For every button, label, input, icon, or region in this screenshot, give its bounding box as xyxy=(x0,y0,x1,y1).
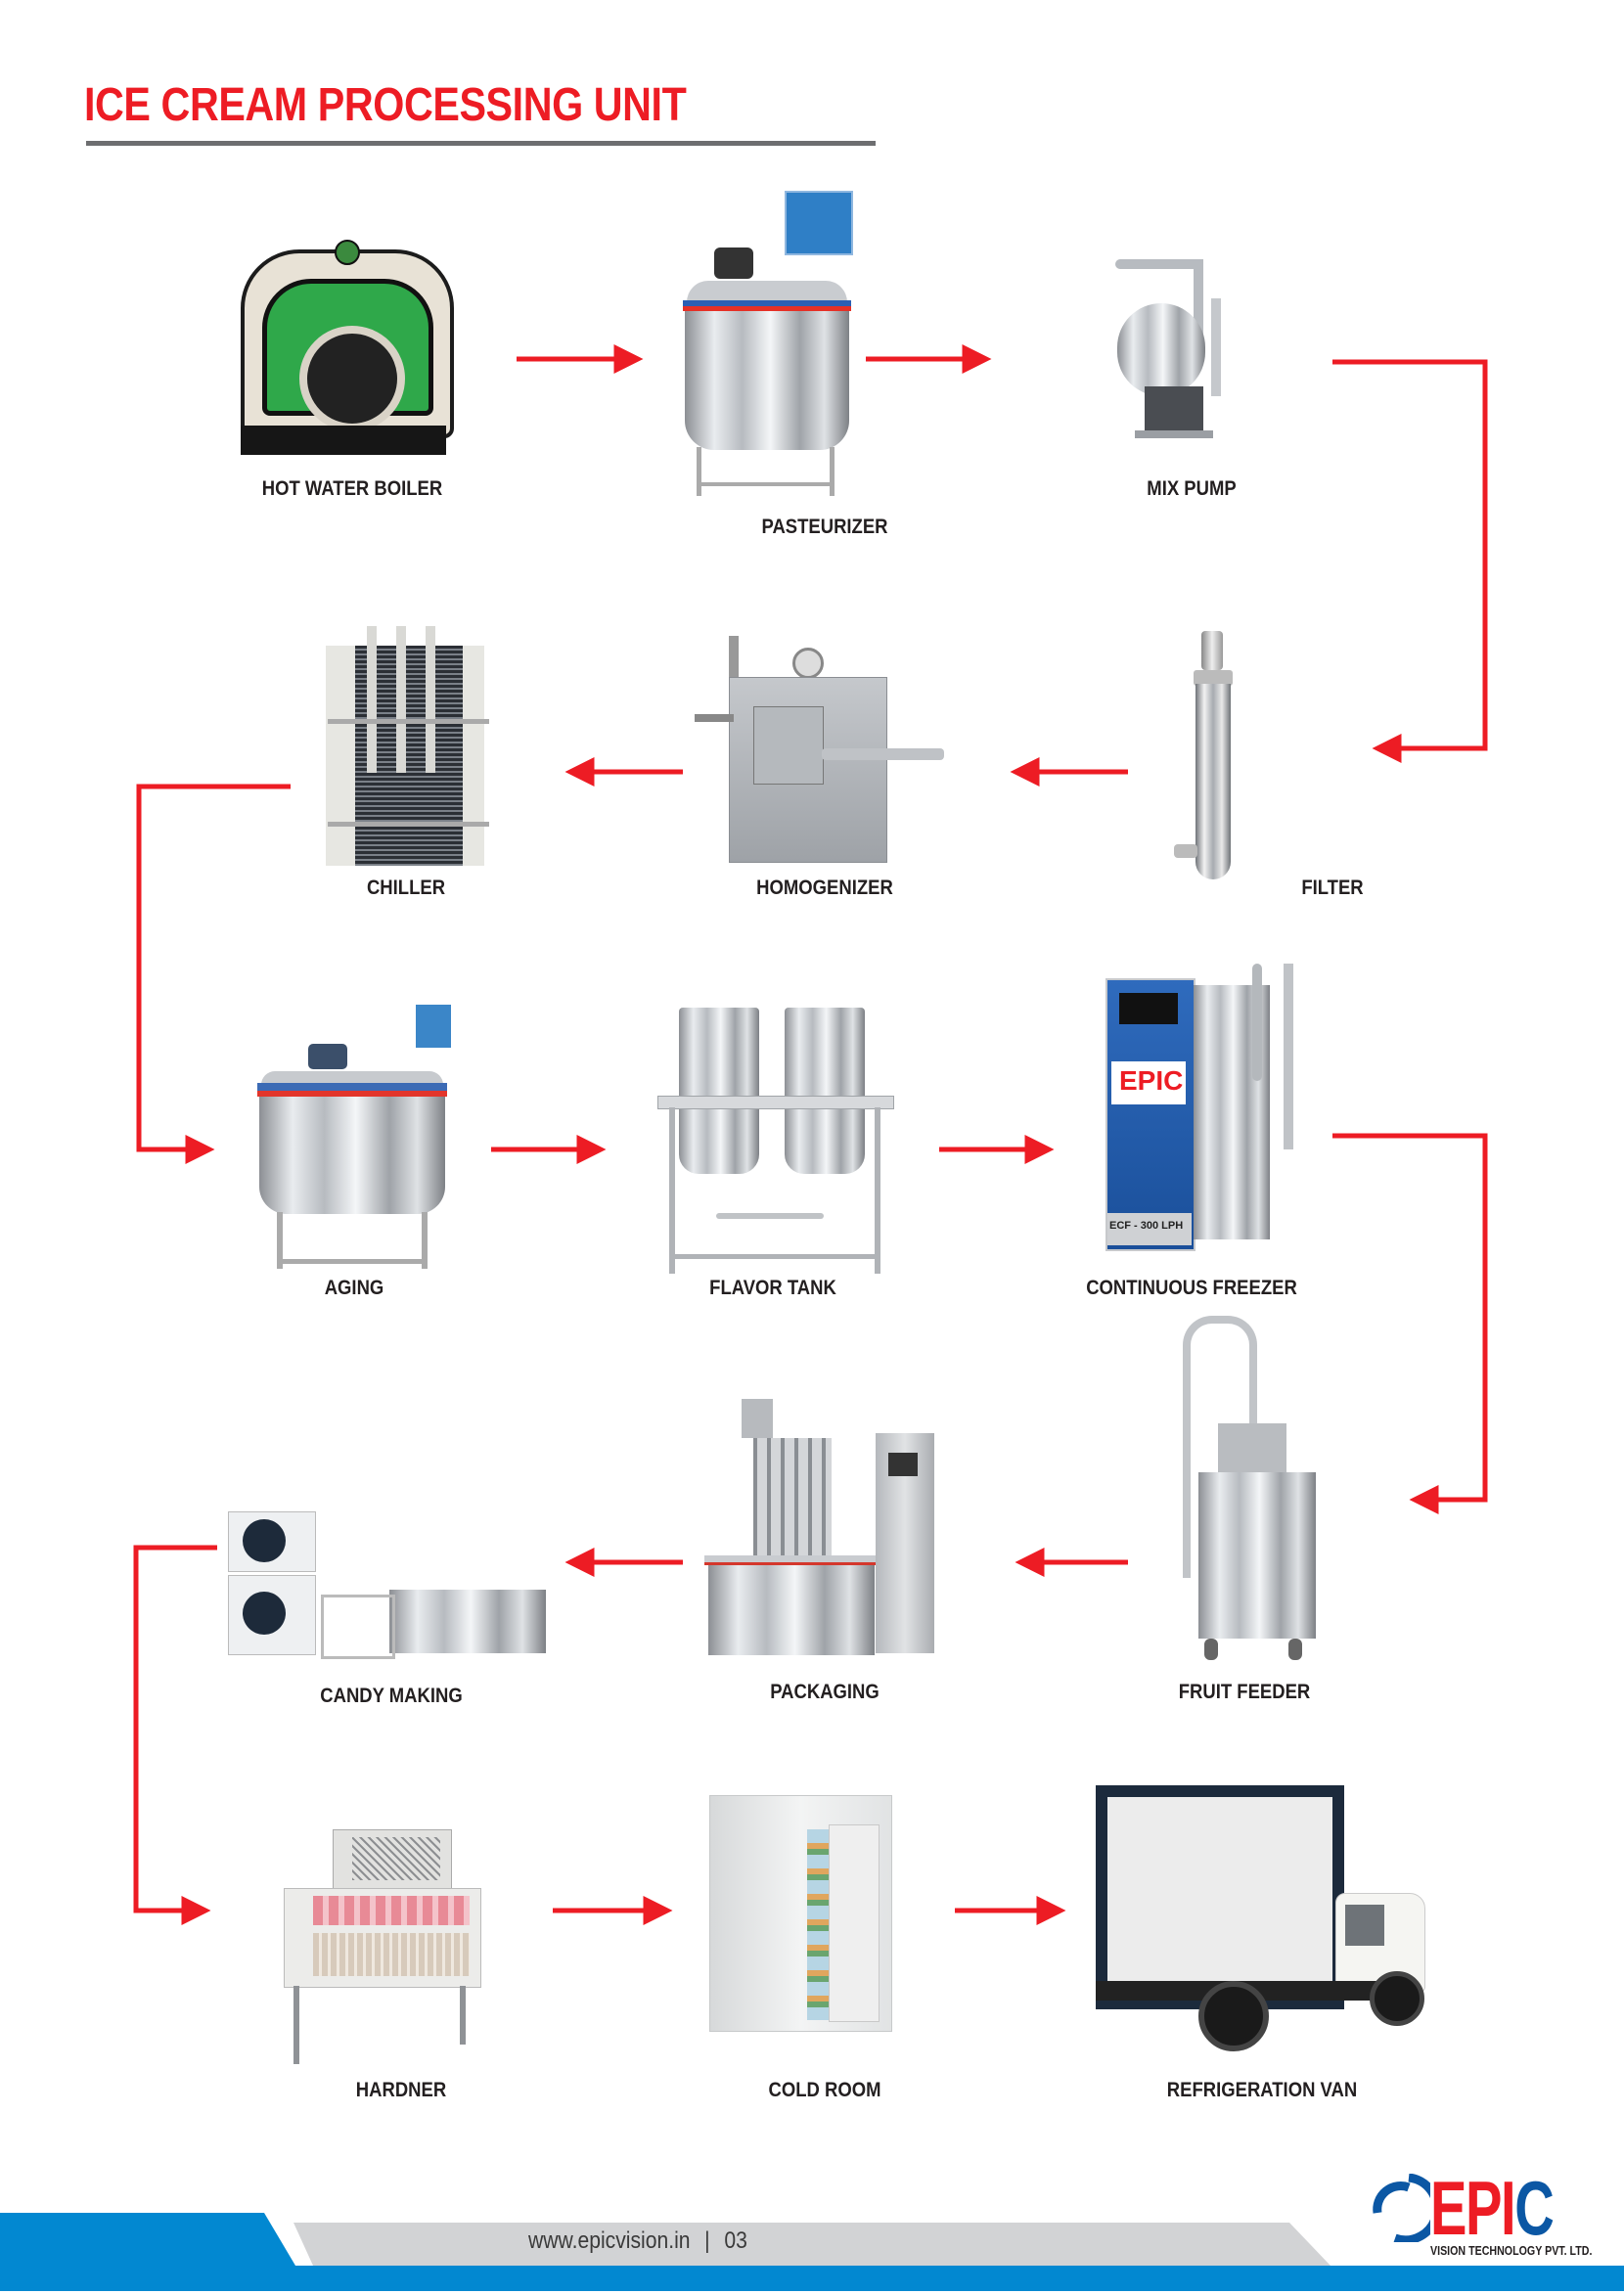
cup-filling-machine-icon xyxy=(704,1399,949,1663)
company-logo: EPIC VISION TECHNOLOGY PVT. LTD. xyxy=(1370,2170,1593,2258)
footer-blue-band xyxy=(0,2213,1624,2291)
step-label-aging: AGING xyxy=(324,1277,384,1299)
fruit-feeder-icon xyxy=(1179,1316,1335,1668)
step-label-filter: FILTER xyxy=(1301,877,1364,899)
step-label-pasteurizer: PASTEURIZER xyxy=(761,516,888,538)
page-title: ICE CREAM PROCESSING UNIT xyxy=(84,79,687,131)
step-label-refrigeration-van: REFRIGERATION VAN xyxy=(1166,2079,1358,2101)
step-label-candy-making: CANDY MAKING xyxy=(320,1685,463,1707)
step-label-chiller: CHILLER xyxy=(366,877,446,899)
connector-freezer-to-fruitfeeder xyxy=(1332,1133,1488,1514)
step-label-continuous-freezer: CONTINUOUS FREEZER xyxy=(1086,1277,1297,1299)
footer-website[interactable]: www.epicvision.in | 03 xyxy=(528,2227,747,2255)
step-label-hot-water-boiler: HOT WATER BOILER xyxy=(261,477,443,500)
step-label-homogenizer: HOMOGENIZER xyxy=(756,877,893,899)
page-number: 03 xyxy=(724,2227,747,2254)
candy-plant-icon xyxy=(223,1511,556,1668)
step-label-mix-pump: MIX PUMP xyxy=(1147,477,1237,500)
step-label-fruit-feeder: FRUIT FEEDER xyxy=(1178,1681,1311,1703)
freezer-panel-brand: EPIC xyxy=(1119,1065,1184,1096)
footer-website-link[interactable]: www.epicvision.in xyxy=(528,2227,691,2254)
connector-candy-to-hardner xyxy=(133,1545,217,1925)
title-divider xyxy=(86,141,876,146)
twin-tank-icon xyxy=(657,998,894,1277)
pasteurizer-tank-icon xyxy=(675,191,871,499)
hardening-cabinet-icon xyxy=(284,1829,489,2064)
refrigerated-truck-icon xyxy=(1086,1785,1438,2054)
connector-mixpump-to-filter xyxy=(1332,359,1488,763)
aging-vat-icon xyxy=(249,1003,455,1272)
step-label-packaging: PACKAGING xyxy=(770,1681,880,1703)
logo-tagline: VISION TECHNOLOGY PVT. LTD. xyxy=(1430,2243,1593,2258)
logo-wordmark: EPIC xyxy=(1430,2170,1555,2246)
logo-name: EPIC xyxy=(1430,2165,1555,2251)
pipe-filter-icon xyxy=(1174,631,1252,885)
epic-swoosh-icon xyxy=(1373,2174,1430,2242)
footer-band xyxy=(0,2213,1624,2291)
plate-heat-exchanger-icon xyxy=(289,626,528,866)
footer-separator: | xyxy=(704,2227,710,2254)
step-label-cold-room: COLD ROOM xyxy=(768,2079,881,2101)
cold-room-icon xyxy=(709,1780,895,2032)
homogenizer-icon xyxy=(685,636,949,863)
footer-gray-band xyxy=(293,2223,1331,2266)
centrifugal-pump-icon xyxy=(1115,249,1272,455)
step-label-flavor-tank: FLAVOR TANK xyxy=(709,1277,836,1299)
step-label-hardner: HARDNER xyxy=(355,2079,447,2101)
freezer-model-label: ECF - 300 LPH xyxy=(1109,1220,1184,1232)
boiler-icon xyxy=(227,240,454,455)
continuous-freezer-icon: EPIC ECF - 300 LPH xyxy=(1105,964,1331,1257)
